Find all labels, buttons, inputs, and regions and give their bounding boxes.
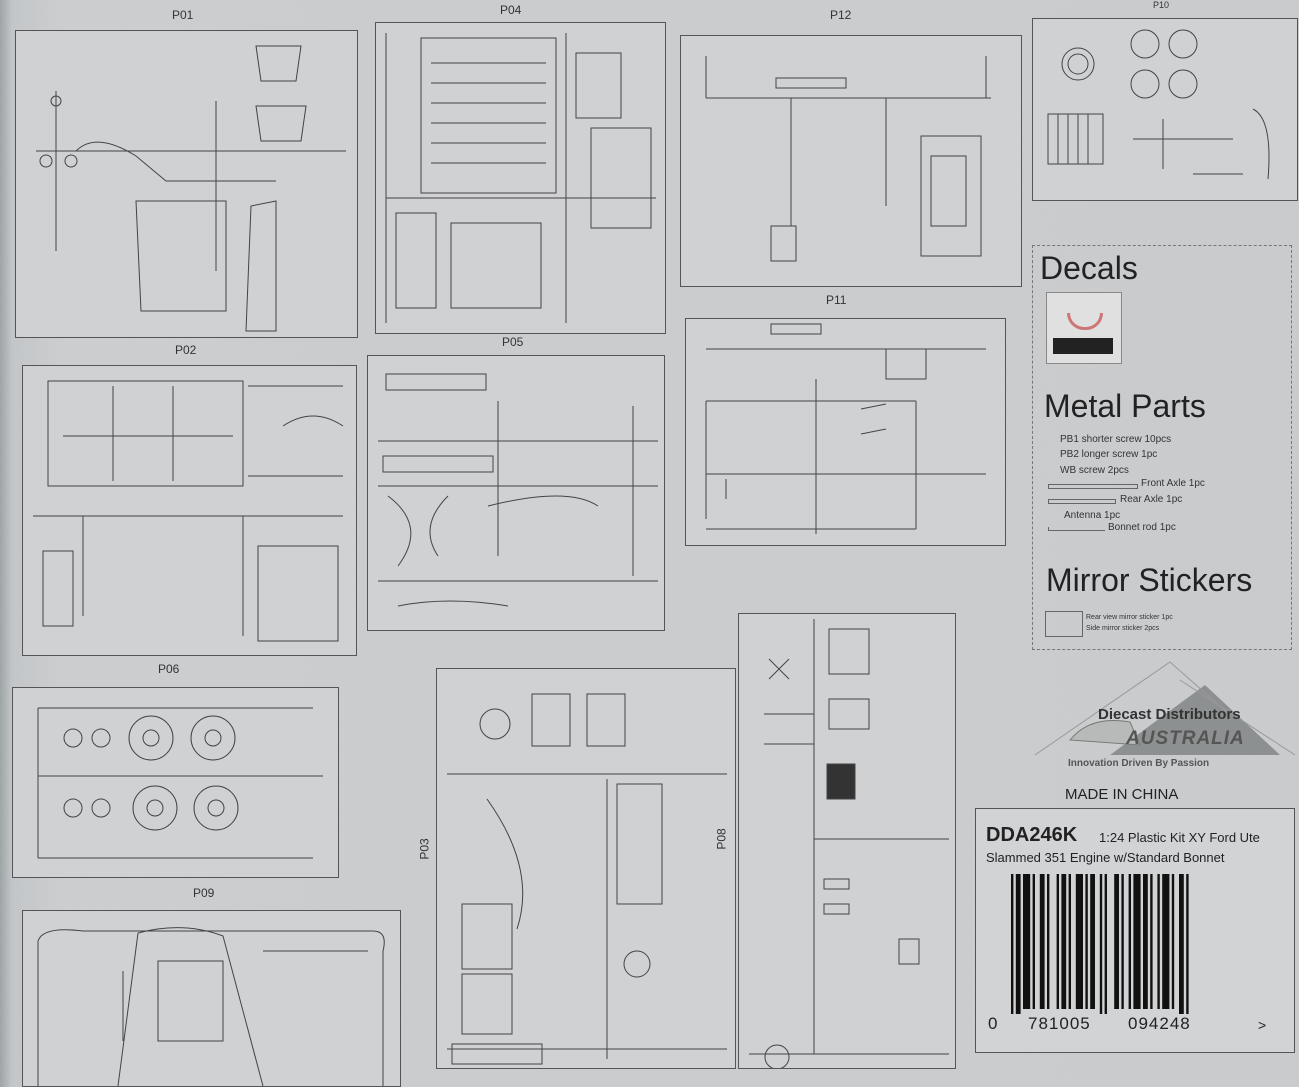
barcode-bar xyxy=(1023,874,1031,1009)
barcode-bar xyxy=(1104,874,1107,1014)
barcode-bar xyxy=(1157,874,1160,1009)
sprue-p11 xyxy=(685,318,1006,546)
mirror-sticker-icon xyxy=(1045,611,1083,637)
label-p02: P02 xyxy=(175,343,197,357)
label-p03: P03 xyxy=(417,838,432,860)
metal-item: Antenna 1pc xyxy=(1064,510,1121,521)
logo-mountain-icon xyxy=(1030,660,1295,770)
barcode-bar xyxy=(1085,874,1088,1009)
barcode-bar xyxy=(1162,874,1170,1009)
sprue-p01-drawing xyxy=(16,31,357,337)
barcode-bar xyxy=(1015,874,1021,1014)
product-label: DDA246K 1:24 Plastic Kit XY Ford Ute Sla… xyxy=(975,808,1295,1053)
barcode-bar xyxy=(1128,874,1131,1009)
sprue-p04-drawing xyxy=(376,23,665,333)
logo-line1: Diecast Distributors xyxy=(1098,706,1241,723)
mirror-stickers-title: Mirror Stickers xyxy=(1046,562,1253,598)
barcode-bar xyxy=(1133,874,1141,1009)
metal-parts-title: Metal Parts xyxy=(1044,388,1206,424)
barcode-bar xyxy=(1171,874,1175,1009)
metal-item: PB2 longer screw 1pc xyxy=(1060,449,1158,460)
sprue-p06-drawing xyxy=(13,688,338,877)
decal-sheet-image xyxy=(1046,292,1122,364)
sprue-p11-drawing xyxy=(686,319,1005,545)
barcode-bar xyxy=(1143,874,1148,1009)
front-axle-icon xyxy=(1048,484,1138,489)
label-p04: P04 xyxy=(500,3,522,17)
barcode-bar xyxy=(1150,874,1153,1009)
decals-title: Decals xyxy=(1040,250,1138,286)
label-p09: P09 xyxy=(193,886,215,900)
sprue-p10 xyxy=(1032,18,1298,201)
sprue-p05-drawing xyxy=(368,356,664,630)
decal-arc-icon xyxy=(1067,313,1103,330)
sprue-p08-drawing xyxy=(739,614,955,1068)
label-p10: P10 xyxy=(1153,0,1170,10)
barcode-bar xyxy=(1114,874,1119,1009)
barcode-digit-first: 0 xyxy=(988,1014,999,1033)
sprue-p03-drawing xyxy=(437,669,735,1068)
barcode-bar xyxy=(1121,874,1124,1009)
label-p11: P11 xyxy=(826,293,847,307)
sprue-p09 xyxy=(22,910,401,1087)
sprue-p06 xyxy=(12,687,339,878)
sprue-p10-drawing xyxy=(1033,19,1297,200)
sprue-p05 xyxy=(367,355,665,631)
barcode-bar xyxy=(1068,874,1071,1009)
barcode-digits-right: 094248 xyxy=(1128,1014,1191,1033)
barcode-bar xyxy=(1061,874,1067,1009)
bonnet-rod-icon xyxy=(1048,527,1105,531)
sprue-p02 xyxy=(22,365,357,656)
barcode-bar xyxy=(1179,874,1184,1014)
product-code: DDA246K xyxy=(986,824,1078,846)
sprue-p03 xyxy=(436,668,736,1069)
product-desc-line1: 1:24 Plastic Kit XY Ford Ute xyxy=(1099,830,1260,845)
logo-line2: AUSTRALIA xyxy=(1126,728,1245,749)
barcode-bar xyxy=(1075,874,1083,1009)
barcode-bar xyxy=(1090,874,1095,1009)
sprue-p08 xyxy=(738,613,956,1069)
product-desc-line2: Slammed 351 Engine w/Standard Bonnet xyxy=(986,850,1225,865)
barcode-bar xyxy=(1056,874,1059,1009)
sprue-p09-drawing xyxy=(23,911,400,1086)
metal-item: WB screw 2pcs xyxy=(1060,465,1129,476)
sprue-p01 xyxy=(15,30,358,338)
barcode-bar xyxy=(1047,874,1050,1009)
barcode xyxy=(1011,874,1189,1014)
metal-item: Bonnet rod 1pc xyxy=(1108,522,1176,533)
decal-plate-icon xyxy=(1053,338,1113,354)
distributor-logo: Diecast Distributors AUSTRALIA Innovatio… xyxy=(1030,660,1295,780)
barcode-bar xyxy=(1011,874,1014,1014)
made-in-china: MADE IN CHINA xyxy=(1065,786,1179,803)
sprue-p12 xyxy=(680,35,1022,287)
mirror-item: Side mirror sticker 2pcs xyxy=(1086,625,1160,632)
label-p12: P12 xyxy=(830,8,852,22)
barcode-bar xyxy=(1039,874,1045,1009)
sprue-p12-drawing xyxy=(681,36,1021,286)
accessories-box xyxy=(1032,245,1292,650)
label-p06: P06 xyxy=(158,662,180,676)
sprue-p02-drawing xyxy=(23,366,356,655)
barcode-bar xyxy=(1099,874,1103,1014)
rear-axle-icon xyxy=(1048,499,1116,504)
metal-item: Rear Axle 1pc xyxy=(1120,494,1183,505)
barcode-bar xyxy=(1032,874,1035,1009)
mirror-item: Rear view mirror sticker 1pc xyxy=(1086,614,1173,621)
label-p08: P08 xyxy=(714,828,729,850)
barcode-bar xyxy=(1186,874,1189,1014)
sprue-p04 xyxy=(375,22,666,334)
metal-item: PB1 shorter screw 10pcs xyxy=(1060,434,1172,445)
label-p01: P01 xyxy=(172,8,194,22)
logo-tagline: Innovation Driven By Passion xyxy=(1068,758,1210,769)
metal-item: Front Axle 1pc xyxy=(1141,478,1205,489)
barcode-end-mark: > xyxy=(1258,1017,1268,1033)
barcode-digits-left: 781005 xyxy=(1028,1014,1091,1033)
label-p05: P05 xyxy=(502,335,524,349)
